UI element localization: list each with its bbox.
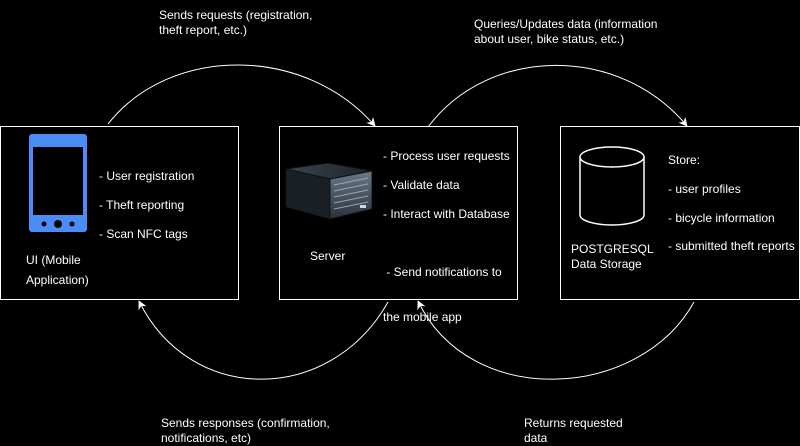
ui-item: - Theft reporting	[99, 198, 185, 212]
server-item: - Validate data	[383, 178, 460, 192]
db-item: - submitted theft reports	[668, 239, 795, 253]
arrow-server-to-ui	[138, 300, 389, 380]
request-label-line1: Sends requests (registration,	[159, 8, 313, 22]
db-item: - bicycle information	[668, 211, 775, 225]
db-title-line1: POSTGRESQL	[571, 242, 654, 256]
server-item-line2: the mobile app	[383, 310, 462, 324]
arrow-server-to-db	[427, 65, 688, 128]
server-box: Server - Process user requests - Validat…	[279, 126, 518, 324]
query-label-line1: Queries/Updates data (information	[474, 17, 658, 31]
query-label: Queries/Updates data (information about …	[474, 17, 657, 47]
arrow-ui-to-server	[107, 64, 376, 127]
query-label-line2: about user, bike status, etc.)	[474, 32, 625, 46]
server-item: - Interact with Database	[383, 207, 510, 221]
server-item: - Send notifications to the mobile app	[383, 235, 502, 355]
server-icon	[285, 163, 373, 220]
ui-item: - Scan NFC tags	[99, 227, 188, 241]
response-label-line2: notifications, etc)	[161, 431, 252, 445]
returns-label-line1: Returns requested	[524, 416, 623, 430]
db-title: POSTGRESQL Data Storage	[571, 242, 654, 272]
request-label-line2: theft report, etc.)	[159, 23, 248, 37]
database-icon	[579, 146, 645, 226]
db-item: - user profiles	[668, 182, 741, 196]
ui-box: UI (Mobile Application) - User registrat…	[0, 126, 239, 300]
db-store-heading: Store:	[668, 153, 701, 167]
response-label-line1: Sends responses (confirmation,	[161, 416, 330, 430]
ui-title: UI (Mobile Application)	[26, 250, 89, 290]
arrow-db-to-server	[417, 300, 695, 380]
server-title: Server	[310, 249, 346, 263]
ui-title-line2: Application)	[26, 273, 89, 287]
smartphone-icon	[29, 134, 87, 232]
db-box: POSTGRESQL Data Storage Store: - user pr…	[560, 126, 800, 300]
returns-label: Returns requested data	[524, 416, 623, 446]
response-label: Sends responses (confirmation, notificat…	[161, 416, 330, 446]
db-title-line2: Data Storage	[571, 257, 642, 271]
ui-title-line1: UI (Mobile	[26, 253, 81, 267]
server-item-line1: - Send notifications to	[383, 265, 502, 279]
server-item: - Process user requests	[383, 149, 510, 163]
returns-label-line2: data	[524, 431, 548, 445]
request-label: Sends requests (registration, theft repo…	[159, 8, 312, 38]
ui-item: - User registration	[99, 169, 195, 183]
